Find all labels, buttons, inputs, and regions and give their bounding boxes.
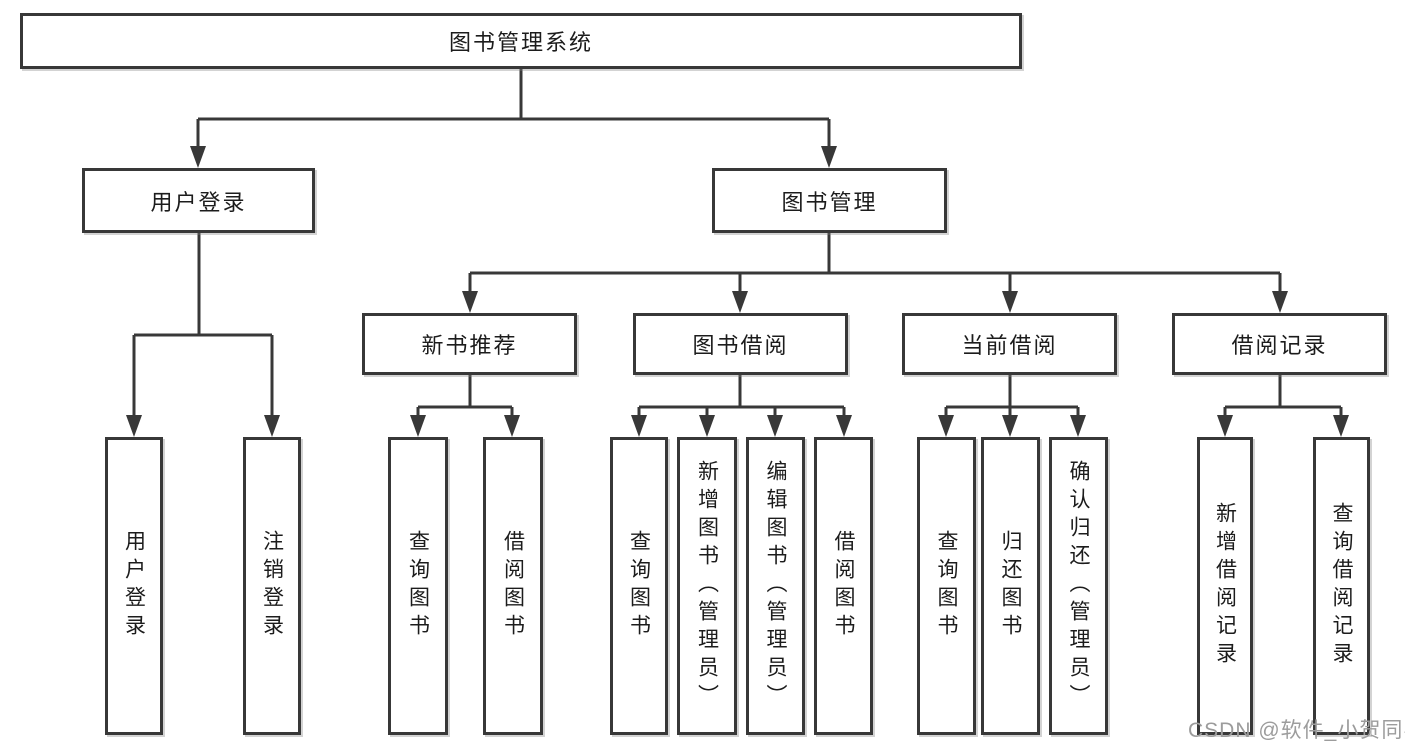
node-new-book-recommend: 新书推荐 (362, 313, 577, 375)
node-label: 当前借阅 (961, 333, 1058, 358)
leaf-newbook-borrow-book: 借阅图书 (483, 437, 543, 735)
connector-new-book-to-leaves (410, 375, 520, 437)
leaf-label: 注销登录 (260, 530, 284, 642)
node-borrow-records: 借阅记录 (1172, 313, 1387, 375)
leaf-current-confirm-return-admin: 确认归还（管理员） (1049, 437, 1108, 735)
leaf-label: 借阅图书 (832, 530, 856, 642)
leaf-current-query-book: 查询图书 (917, 437, 976, 735)
node-label: 图书管理 (781, 189, 878, 215)
leaf-current-return-book: 归还图书 (981, 437, 1040, 735)
leaf-label: 借阅图书 (501, 530, 525, 642)
connector-user-login-to-leaves (126, 233, 280, 437)
leaf-label: 查询借阅记录 (1330, 502, 1354, 670)
connector-book-borrow-to-leaves (631, 375, 852, 437)
leaf-label: 新增图书（管理员） (695, 460, 719, 712)
connector-borrow-records-to-leaves (1217, 375, 1349, 437)
node-book-management: 图书管理 (712, 168, 947, 233)
node-user-login: 用户登录 (82, 168, 315, 233)
csdn-watermark: CSDN @软件_小贺同学 (1188, 719, 1405, 742)
leaf-label: 查询图书 (406, 530, 430, 642)
leaf-borrow-borrow-book: 借阅图书 (814, 437, 873, 735)
leaf-label: 新增借阅记录 (1213, 502, 1237, 670)
leaf-label: 查询图书 (627, 530, 651, 642)
node-label: 图书管理系统 (448, 30, 593, 55)
leaf-borrow-query-book: 查询图书 (610, 437, 668, 735)
leaf-borrow-edit-book-admin: 编辑图书（管理员） (746, 437, 805, 735)
node-label: 新书推荐 (421, 333, 518, 358)
leaf-newbook-query-book: 查询图书 (388, 437, 448, 735)
leaf-label: 编辑图书（管理员） (764, 460, 788, 712)
leaf-label: 确认归还（管理员） (1067, 460, 1091, 712)
leaf-label: 归还图书 (999, 530, 1023, 642)
leaf-logout-login: 注销登录 (243, 437, 301, 735)
connector-book-management-to-groups (462, 233, 1288, 313)
leaf-records-add-record: 新增借阅记录 (1197, 437, 1253, 735)
node-label: 借阅记录 (1231, 333, 1328, 358)
node-book-borrow: 图书借阅 (633, 313, 848, 375)
connector-root-to-branches (190, 69, 837, 168)
node-library-management-system: 图书管理系统 (20, 13, 1022, 69)
leaf-user-login: 用户登录 (105, 437, 163, 735)
node-current-borrow: 当前借阅 (902, 313, 1117, 375)
leaf-label: 查询图书 (935, 530, 959, 642)
node-label: 用户登录 (150, 189, 247, 215)
connector-current-borrow-to-leaves (938, 375, 1086, 437)
leaf-records-query-record: 查询借阅记录 (1313, 437, 1370, 735)
leaf-borrow-add-book-admin: 新增图书（管理员） (677, 437, 737, 735)
leaf-label: 用户登录 (122, 530, 146, 642)
node-label: 图书借阅 (692, 333, 789, 358)
